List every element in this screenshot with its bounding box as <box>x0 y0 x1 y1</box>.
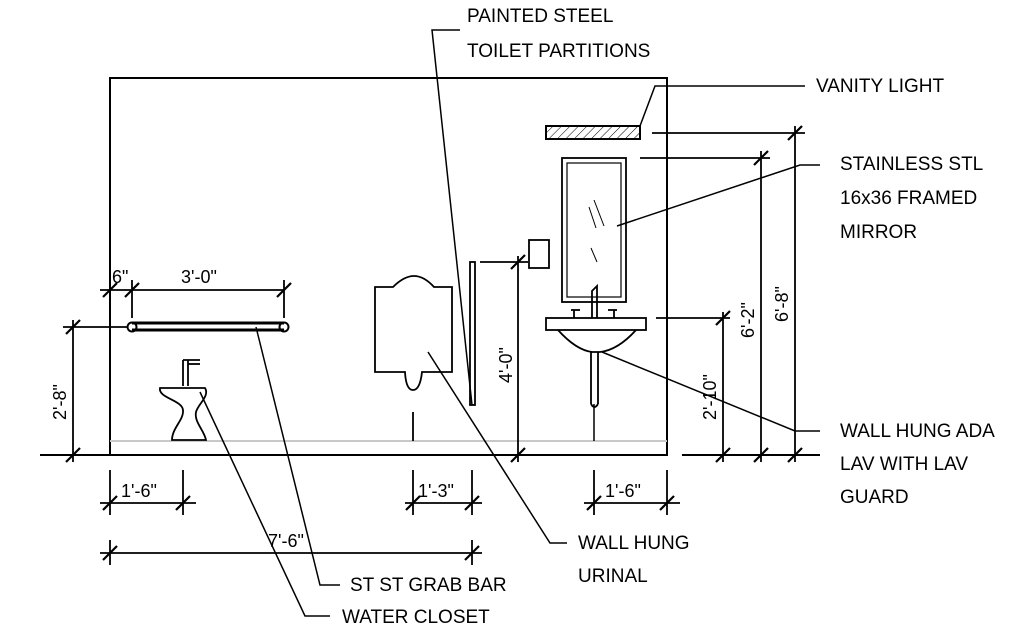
callout-urinal: WALL HUNG URINAL <box>578 533 690 587</box>
callout-vanity-light: VANITY LIGHT <box>816 76 944 97</box>
dim-wc-centerline: 1'-6" <box>121 481 157 501</box>
callout-mirror-line-1: STAINLESS STL <box>840 154 983 175</box>
callout-mirror: STAINLESS STL 16x36 FRAMED MIRROR <box>840 154 983 243</box>
dim-partition-height: 4'-0" <box>496 347 516 383</box>
callout-mirror-line-2: 16x36 FRAMED <box>840 188 977 209</box>
dim-overall-width: 7'-6" <box>268 531 304 551</box>
soap-dispenser <box>528 239 550 269</box>
dim-urinal-centerline: 1'-3" <box>418 481 454 501</box>
callout-lavatory-line-2: LAV WITH LAV <box>840 454 968 475</box>
callout-grab-bar: ST ST GRAB BAR <box>350 575 507 596</box>
dim-light-height: 6'-8" <box>772 286 792 322</box>
water-closet <box>159 359 208 441</box>
callout-lavatory: WALL HUNG ADA LAV WITH LAV GUARD <box>840 421 995 508</box>
callout-partitions-line-1: PAINTED STEEL <box>467 6 613 27</box>
callout-water-closet: WATER CLOSET <box>342 607 490 623</box>
callout-urinal-line-2: URINAL <box>578 566 648 587</box>
dim-grab-bar-offset: 6" <box>112 267 128 287</box>
dimension-lines <box>63 125 805 565</box>
callout-vanity-light-line-1: VANITY LIGHT <box>816 76 944 97</box>
dim-mirror-top-height: 6'-2" <box>738 302 758 338</box>
toilet-partition <box>469 261 476 406</box>
callout-lavatory-line-3: GUARD <box>840 487 909 508</box>
callout-water-closet-line-1: WATER CLOSET <box>342 607 490 623</box>
callout-partitions: PAINTED STEEL TOILET PARTITIONS <box>467 6 650 62</box>
leader-lines <box>199 29 820 617</box>
grab-bar <box>126 321 290 333</box>
callout-grab-bar-line-1: ST ST GRAB BAR <box>350 575 507 596</box>
lavatory <box>545 283 647 441</box>
callout-partitions-line-2: TOILET PARTITIONS <box>467 41 650 62</box>
callout-lavatory-line-1: WALL HUNG ADA <box>840 421 995 442</box>
vanity-light <box>545 125 641 140</box>
wall-outline <box>109 77 668 456</box>
dim-lav-centerline: 1'-6" <box>605 481 641 501</box>
urinal <box>374 275 453 441</box>
callout-urinal-line-1: WALL HUNG <box>578 533 690 554</box>
dim-grab-bar-length: 3'-0" <box>181 267 217 287</box>
dim-grab-bar-height: 2'-8" <box>50 384 70 420</box>
dim-lav-height: 2'-10" <box>700 374 720 420</box>
framed-mirror <box>561 157 627 303</box>
callout-mirror-line-3: MIRROR <box>840 222 917 243</box>
